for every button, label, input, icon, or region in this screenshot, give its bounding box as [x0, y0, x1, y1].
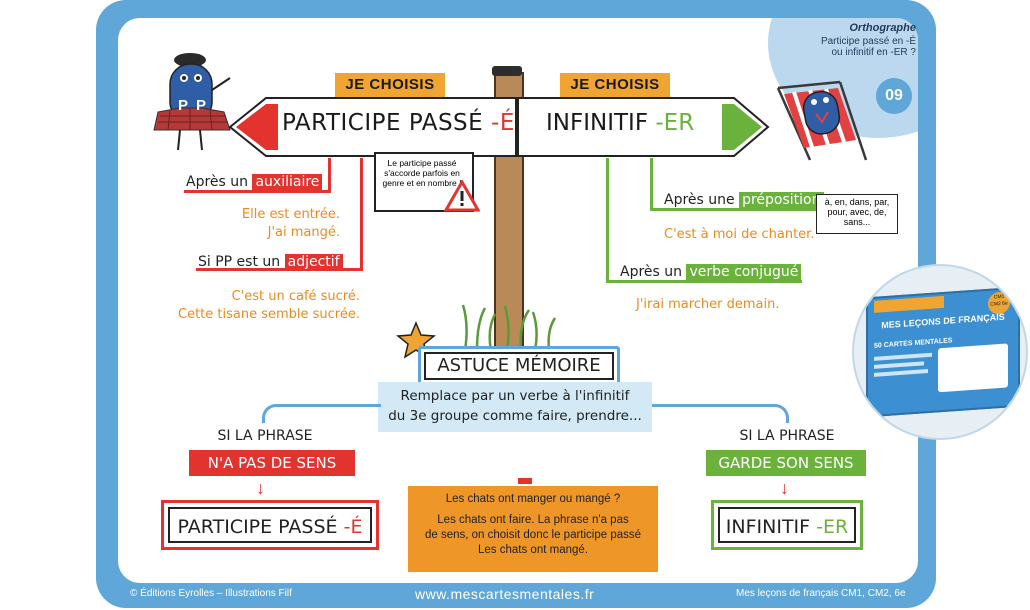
outcome-right-result-frame: INFINITIF -ER	[711, 500, 863, 550]
example-box: Les chats ont manger ou mangé ? Les chat…	[408, 486, 658, 572]
product-card-preview	[938, 343, 1008, 393]
example-auxiliaire-1: Elle est entrée.	[241, 207, 340, 222]
rule-preposition: Après une préposition	[664, 192, 824, 208]
rule-auxiliaire-word: auxiliaire	[252, 174, 323, 190]
sign-left-label: PARTICIPE PASSÉ -É	[282, 110, 515, 136]
rule-verbe-prefix: Après un	[620, 264, 683, 280]
product-line-3	[874, 369, 928, 377]
sign-left-shape	[228, 97, 517, 157]
outcome-left-result-suffix: -É	[343, 516, 363, 538]
outcome-left-condition: N'A PAS DE SENS	[189, 450, 355, 476]
example-question: Les chats ont manger ou mangé ?	[445, 493, 621, 505]
outcome-left-result-frame: PARTICIPE PASSÉ -É	[161, 500, 379, 550]
connector-left-2	[360, 158, 363, 270]
example-answer-3: Les chats ont mangé.	[478, 544, 588, 556]
astuce-line-1: Remplace par un verbe à l'infinitif	[400, 388, 630, 404]
astuce-frame: ASTUCE MÉMOIRE	[418, 346, 620, 388]
grass-illustration	[461, 304, 557, 350]
header-subtitle-2: ou infinitif en -ER ?	[831, 47, 917, 58]
rule-verbe-conjugue: Après un verbe conjugué	[620, 264, 802, 280]
outcome-right-result-text: INFINITIF	[725, 516, 811, 538]
example-adjectif-2: Cette tisane semble sucrée.	[178, 307, 360, 322]
header-subtitle-1: Participe passé en -É	[820, 36, 916, 47]
rule-preposition-prefix: Après une	[664, 192, 735, 208]
rule-adjectif-prefix: Si PP est un	[198, 254, 281, 270]
mascot-letters: PP	[178, 97, 215, 114]
outcome-right-result-suffix: -ER	[816, 516, 849, 538]
mascot-pp-illustration	[153, 53, 231, 151]
outcome-left-result-text: PARTICIPE PASSÉ	[177, 516, 338, 538]
footer-copyright: © Éditions Eyrolles – Illustrations Filf	[130, 588, 292, 599]
rule-auxiliaire-prefix: Après un	[186, 174, 249, 190]
connector-right-1h	[650, 208, 822, 211]
example-answer-1: Les chats ont faire. La phrase n'a pas	[437, 514, 629, 526]
product-title: MES LEÇONS DE FRANÇAIS	[881, 311, 1005, 331]
connector-right-2h	[606, 280, 802, 283]
sign-left-suffix: -É	[491, 110, 515, 136]
astuce-line-2: du 3e groupe comme faire, prendre...	[388, 408, 642, 424]
rule-preposition-word: préposition	[739, 192, 824, 208]
outcome-right-arrow: ↓	[780, 478, 789, 498]
example-box-tab	[518, 478, 532, 484]
rule-adjectif-word: adjectif	[284, 254, 343, 270]
product-line-1	[874, 352, 932, 361]
footer-series: Mes leçons de français CM1, CM2, 6e	[736, 588, 906, 599]
warning-triangle-icon	[444, 180, 480, 212]
example-preposition: C'est à moi de chanter.	[664, 227, 815, 242]
example-auxiliaire: Elle est entrée. J'ai mangé.	[200, 206, 340, 242]
rule-auxiliaire: Après un auxiliaire	[186, 174, 323, 190]
outcome-right-result: INFINITIF -ER	[718, 507, 856, 543]
outcome-left-arrow: ↓	[256, 478, 265, 498]
example-verbe-conjugue: J'irai marcher demain.	[636, 297, 780, 312]
example-adjectif-1: C'est un café sucré.	[231, 289, 360, 304]
header-info: Orthographe Participe passé en -É ou inf…	[800, 22, 916, 58]
sign-right-shape	[517, 97, 770, 157]
category-title: Orthographe	[849, 22, 916, 34]
rule-adjectif: Si PP est un adjectif	[198, 254, 343, 270]
product-line-2	[874, 361, 924, 369]
mascot-deckchair-illustration	[776, 80, 868, 161]
bracket-left	[262, 404, 381, 423]
connector-right-2	[606, 158, 609, 282]
bracket-right	[652, 404, 789, 423]
astuce-box: Remplace par un verbe à l'infinitif du 3…	[378, 382, 652, 432]
tag-choose-left: JE CHOISIS	[335, 73, 445, 97]
product-logo	[874, 295, 944, 313]
sign-right-text: INFINITIF	[546, 110, 649, 136]
example-adjectif: C'est un café sucré. Cette tisane semble…	[168, 288, 360, 324]
outcome-right-condition: GARDE SON SENS	[706, 450, 866, 476]
product-promo-circle[interactable]: CM1 CM2 6e MES LEÇONS DE FRANÇAIS 50 CAR…	[852, 264, 1028, 440]
outcome-left-head: SI LA PHRASE	[217, 428, 313, 444]
rule-verbe-word: verbe conjugué	[686, 264, 802, 280]
astuce-title: ASTUCE MÉMOIRE	[424, 352, 614, 380]
preposition-list-note: à, en, dans, par, pour, avec, de, sans..…	[816, 194, 898, 234]
example-auxiliaire-2: J'ai mangé.	[267, 225, 340, 240]
connector-left-2h	[196, 268, 363, 271]
card-number-badge: 09	[876, 78, 912, 114]
connector-left-1	[328, 158, 331, 192]
example-answer-2: de sens, on choisit donc le participe pa…	[424, 529, 642, 541]
outcome-right-head: SI LA PHRASE	[739, 428, 835, 444]
sign-left-text: PARTICIPE PASSÉ	[282, 110, 484, 136]
sign-right-suffix: -ER	[655, 110, 695, 136]
connector-left-1h	[184, 190, 331, 193]
signpost-cap	[492, 66, 522, 76]
connector-right-1	[650, 158, 653, 210]
sign-right-label: INFINITIF -ER	[546, 110, 694, 136]
tag-choose-right: JE CHOISIS	[560, 73, 670, 97]
outcome-left-result: PARTICIPE PASSÉ -É	[168, 507, 372, 543]
product-box: CM1 CM2 6e MES LEÇONS DE FRANÇAIS 50 CAR…	[866, 286, 1020, 418]
footer-website[interactable]: www.mescartesmentales.fr	[415, 586, 595, 602]
